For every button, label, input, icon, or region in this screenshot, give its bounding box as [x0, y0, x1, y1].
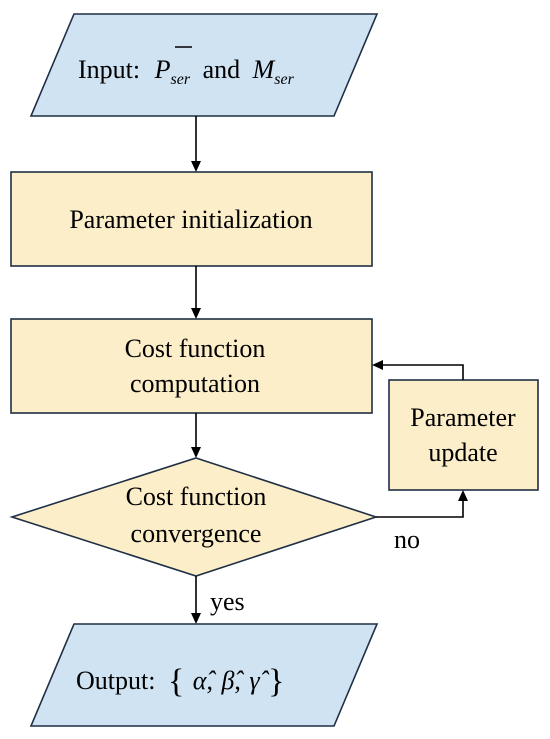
- input-var-m-sub: ser: [274, 71, 294, 88]
- update-label-line2: update: [428, 438, 497, 467]
- init-label: Parameter initialization: [69, 205, 312, 234]
- conv-label-line1: Cost function: [126, 482, 267, 511]
- init-node: Parameter initialization: [10, 171, 373, 267]
- cost-label-line1: Cost function: [125, 334, 266, 363]
- output-comma-2: ,: [234, 666, 241, 695]
- edge-cost-to-conv: [191, 413, 201, 458]
- input-var-p: P: [154, 55, 171, 84]
- conv-label-line2: convergence: [131, 519, 262, 548]
- edge-init-to-cost: [191, 266, 201, 319]
- output-shape: [29, 623, 379, 727]
- edge-label-no: no: [394, 525, 420, 554]
- arrowhead: [191, 613, 201, 624]
- conv-node: Cost function convergence: [9, 457, 379, 577]
- input-var-p-sub: ser: [171, 71, 191, 88]
- arrowhead: [191, 161, 201, 172]
- update-shape: [388, 379, 539, 491]
- update-label-line1: Parameter: [410, 403, 516, 432]
- conv-shape: [9, 457, 379, 577]
- edge-label-yes: yes: [210, 587, 245, 616]
- output-left-brace: {: [168, 663, 184, 700]
- cost-label-line2: computation: [130, 369, 260, 398]
- output-comma-1: ,: [206, 666, 213, 695]
- edge-conv-to-output: yes: [191, 576, 245, 624]
- edge-input-to-init: [191, 116, 201, 172]
- output-prefix: Output: [76, 666, 149, 695]
- input-prefix: Input: [78, 55, 134, 84]
- arrowhead: [458, 490, 468, 501]
- input-conjunction: and: [203, 55, 241, 84]
- update-node: Parameter update: [388, 379, 539, 491]
- output-node: Output: { α̂, β̂, γ̂ }: [29, 623, 379, 727]
- cost-node: Cost function computation: [10, 318, 373, 414]
- arrowhead: [191, 308, 201, 319]
- input-node: Input: Pser and Mser: [29, 13, 379, 117]
- input-shape: [29, 13, 379, 117]
- init-shape: [10, 171, 373, 267]
- input-separator: :: [133, 55, 140, 84]
- input-label: Input: Pser and Mser: [78, 55, 295, 90]
- output-label: Output: { α̂, β̂, γ̂ }: [76, 663, 284, 700]
- output-right-brace: }: [268, 663, 284, 700]
- edge-update-to-cost: [372, 360, 464, 380]
- input-var-m: M: [252, 55, 276, 84]
- output-separator: :: [148, 666, 155, 695]
- arrowhead: [191, 447, 201, 458]
- edge-conv-to-update: no: [376, 490, 468, 554]
- output-beta-hat: β̂: [220, 666, 244, 695]
- arrowhead: [372, 360, 383, 370]
- cost-shape: [10, 318, 373, 414]
- output-alpha-hat: α̂: [193, 666, 217, 695]
